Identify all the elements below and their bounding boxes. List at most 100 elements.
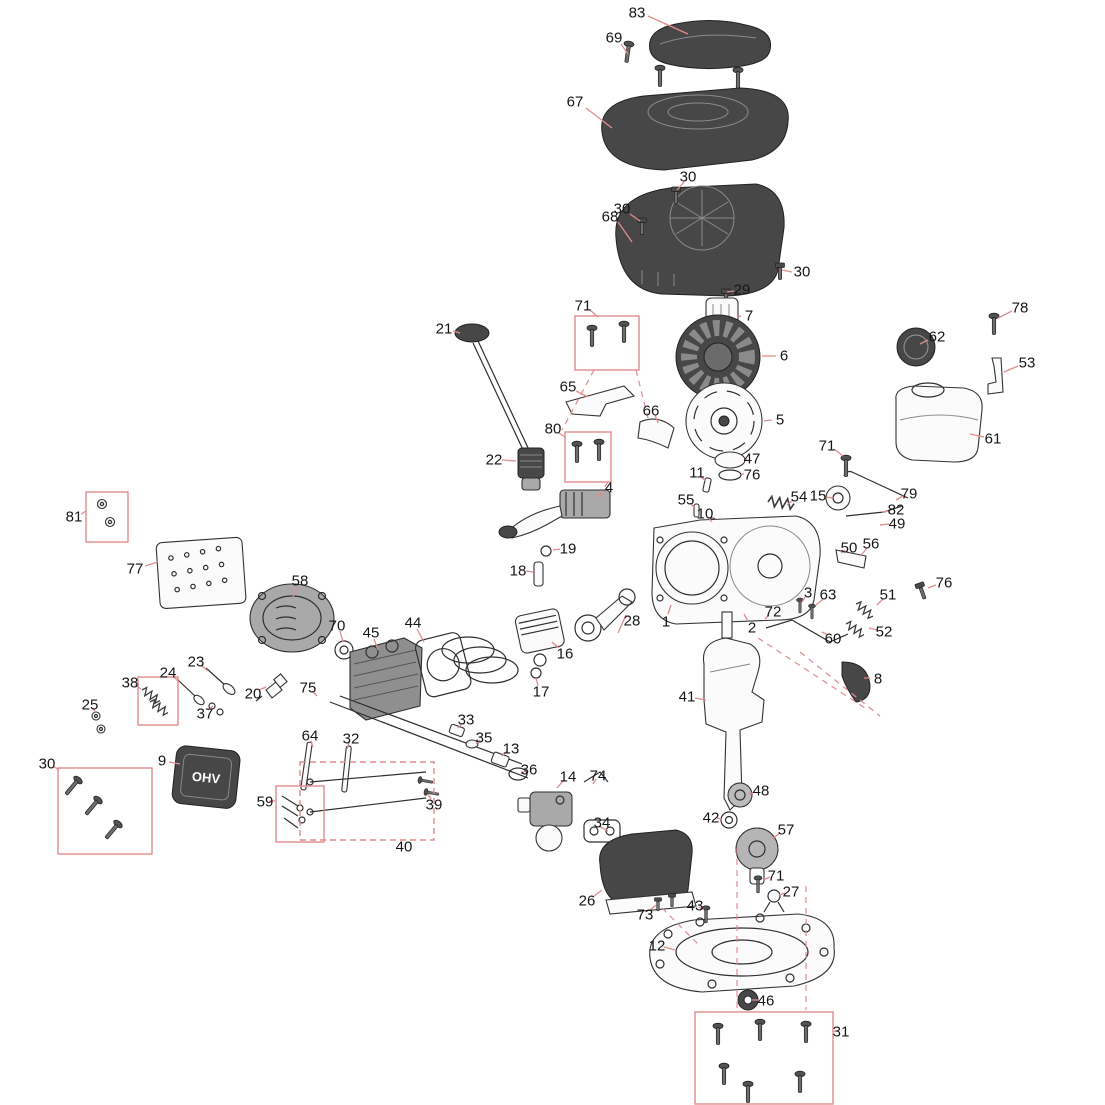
exhaust-gasket xyxy=(334,640,354,660)
part-label-76: 76 xyxy=(936,574,953,591)
leader-line xyxy=(745,458,748,461)
part-label-13: 13 xyxy=(503,740,520,757)
part-label-71: 71 xyxy=(768,867,785,884)
leader-line xyxy=(821,631,829,636)
callout-boxes xyxy=(57,315,834,1105)
part-label-71: 71 xyxy=(575,297,592,314)
leader-line xyxy=(833,448,844,457)
part-label-56: 56 xyxy=(863,535,880,552)
part-label-42: 42 xyxy=(703,809,720,826)
callout-box xyxy=(137,676,179,726)
leader-line xyxy=(585,107,613,129)
leader-line xyxy=(737,315,742,318)
leader-line xyxy=(501,750,508,757)
part-label-43: 43 xyxy=(687,897,704,914)
part-label-39: 39 xyxy=(426,796,443,813)
parts-layer: OHV xyxy=(61,19,1004,1103)
leader-line xyxy=(649,904,657,911)
box-30-bolts xyxy=(61,774,125,842)
leader-line xyxy=(552,548,561,551)
part-label-61: 61 xyxy=(985,430,1002,447)
part-label-25: 25 xyxy=(82,696,99,713)
part-label-20: 20 xyxy=(245,685,262,702)
leader-line xyxy=(689,502,696,509)
leader-line xyxy=(346,742,350,750)
callout-box xyxy=(57,767,153,855)
part-label-55: 55 xyxy=(678,491,695,508)
leader-line xyxy=(617,614,627,634)
part-label-33: 33 xyxy=(458,711,475,728)
leader-line xyxy=(771,832,781,840)
leader-line xyxy=(310,740,314,748)
oil-sump-pan xyxy=(649,913,835,993)
head-gasket xyxy=(414,632,472,698)
leader-line xyxy=(716,817,723,820)
leader-line xyxy=(876,598,884,606)
part-label-28: 28 xyxy=(624,612,641,629)
part-label-21: 21 xyxy=(436,320,453,337)
muffler-cover-ohv: OHV xyxy=(171,745,241,809)
leader-line xyxy=(520,770,526,775)
control-rods xyxy=(300,695,529,793)
part-label-30: 30 xyxy=(39,755,56,772)
leader-line xyxy=(339,630,344,643)
piston-rings xyxy=(441,636,519,684)
leader-line xyxy=(598,825,609,832)
air-cleaner xyxy=(599,829,785,924)
part-label-11: 11 xyxy=(689,464,705,481)
part-label-62: 62 xyxy=(929,328,946,345)
part-label-35: 35 xyxy=(476,729,493,746)
part-label-30: 30 xyxy=(794,263,811,280)
part-label-67: 67 xyxy=(567,93,584,110)
part-label-79: 79 xyxy=(901,485,918,502)
leader-line xyxy=(144,561,159,567)
leader-line xyxy=(629,213,641,222)
carb-gasket xyxy=(583,819,621,843)
leader-line xyxy=(919,339,929,345)
part-label-82: 82 xyxy=(888,501,905,518)
part-label-16: 16 xyxy=(557,645,574,662)
leader-line xyxy=(556,780,564,789)
part-label-70: 70 xyxy=(329,617,346,634)
part-label-59: 59 xyxy=(257,793,274,810)
ignition-coil xyxy=(498,489,611,539)
part-label-57: 57 xyxy=(778,821,795,838)
part-label-27: 27 xyxy=(783,883,800,900)
leader-line xyxy=(824,496,834,499)
part-label-48: 48 xyxy=(753,782,770,799)
callout-box xyxy=(574,315,640,371)
breather-hose xyxy=(841,661,871,703)
leader-line xyxy=(617,221,633,243)
part-label-12: 12 xyxy=(649,937,666,954)
part-label-64: 64 xyxy=(302,727,319,744)
leader-line xyxy=(292,586,298,598)
leader-line xyxy=(748,791,756,795)
part-label-53: 53 xyxy=(1019,354,1036,371)
part-label-81: 81 xyxy=(66,508,83,525)
leader-line xyxy=(452,330,461,334)
leader-line xyxy=(647,15,689,35)
part-label-73: 73 xyxy=(637,906,654,923)
fuel-cap xyxy=(896,327,936,367)
cylinder-block xyxy=(651,515,821,625)
governor-assembly xyxy=(765,470,930,643)
part-label-32: 32 xyxy=(343,730,360,747)
leader-line xyxy=(881,510,890,513)
part-label-6: 6 xyxy=(780,347,788,364)
leader-line xyxy=(595,490,605,498)
mounting-brackets xyxy=(565,385,675,449)
construction-line xyxy=(635,369,649,419)
leader-line xyxy=(200,664,209,672)
leader-line xyxy=(134,684,142,690)
starter-pulley xyxy=(685,382,763,460)
leader-line xyxy=(416,628,425,643)
leader-line xyxy=(558,432,567,439)
part-label-58: 58 xyxy=(292,572,309,589)
box-81-rivets xyxy=(96,498,116,528)
part-label-18: 18 xyxy=(510,562,527,579)
leader-line xyxy=(801,596,806,603)
leader-line xyxy=(475,739,481,745)
leader-line xyxy=(501,459,517,462)
ohv-text: OHV xyxy=(191,769,221,787)
